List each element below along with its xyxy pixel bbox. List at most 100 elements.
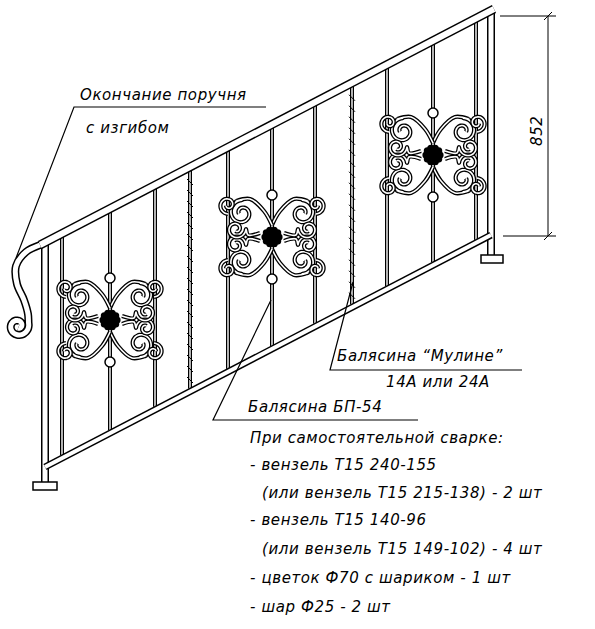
scroll [381,178,393,193]
scroll-core [58,343,70,358]
scroll [381,117,393,132]
twist-mark [349,139,355,145]
scroll [110,332,151,358]
scroll-core [445,142,476,156]
handrail [40,9,494,245]
twist-mark [349,161,355,167]
scroll [69,332,110,358]
twist-mark [187,267,193,273]
scroll-core [392,117,433,143]
post [41,244,49,482]
twist-mark [349,128,355,134]
scroll [433,117,474,143]
callout-text: Балясина “Мулине” [337,347,503,365]
baluster-core [351,86,352,305]
twist-mark [349,249,355,255]
scroll-core [229,224,260,238]
scroll-core [149,343,161,358]
scroll [272,249,313,275]
note-line: - вензель Т15 140-96 [250,511,427,529]
handrail-end [11,245,40,335]
note-line: - шар Ф25 - 2 шт [250,598,391,616]
scroll [392,167,433,193]
baluster-core [189,170,190,389]
post-base [481,255,503,263]
scroll [58,343,70,358]
dimension-value: 852 [528,116,546,146]
twist-mark [187,333,193,339]
callout-text: с изгибом [86,119,170,137]
rosettes [58,108,484,367]
post [487,10,495,255]
scroll-core [381,117,393,132]
scroll-core [220,260,232,275]
rosette [381,108,484,202]
scroll [311,260,323,275]
scroll-core [67,307,98,321]
scroll-core [58,282,70,297]
twist-mark [349,205,355,211]
note-line: (или вензель Т15 149-102) - 4 шт [262,540,542,558]
scroll-core [231,199,272,225]
scroll-core [284,224,315,238]
ball [267,274,277,284]
twist-mark [187,201,193,207]
twist-mark [187,322,193,328]
note-line: - цветок Ф70 с шариком - 1 шт [250,569,511,587]
scroll-core [392,167,433,193]
scroll [231,199,272,225]
scroll [311,199,323,214]
ball [105,273,115,283]
scroll-core [311,260,323,275]
baluster [350,86,354,305]
handrail-end-core [11,245,40,335]
leader-lines [16,107,522,420]
scroll [231,249,272,275]
twist-mark [349,150,355,156]
scroll [149,282,161,297]
scroll-core [69,332,110,358]
scroll-core [472,117,484,132]
scroll [433,167,474,193]
scroll [272,199,313,225]
scroll-core [381,178,393,193]
post-base [33,482,57,490]
twist-mark [349,183,355,189]
scroll [67,307,98,321]
twist-mark [349,172,355,178]
twist-mark [187,300,193,306]
twist-mark [187,278,193,284]
ball [105,357,115,367]
scroll [472,178,484,193]
scroll-core [472,178,484,193]
scroll [220,199,232,214]
twist-mark [349,106,355,112]
scroll-core [220,199,232,214]
twist-mark [187,377,193,383]
scroll [110,282,151,308]
twist-mark [349,260,355,266]
twist-mark [349,238,355,244]
scroll [58,282,70,297]
scroll [229,224,260,238]
handrail-core [40,9,494,245]
scroll-core [69,282,110,308]
scroll-core [272,199,313,225]
flower-center [427,149,439,161]
scroll [472,117,484,132]
scroll [69,282,110,308]
twist-mark [187,366,193,372]
twist-mark [349,95,355,101]
note-line: (или вензель Т15 215-138) - 2 шт [262,484,542,502]
scroll-core [231,249,272,275]
flower-center [104,314,116,326]
scroll [149,343,161,358]
ball [428,108,438,118]
scroll-core [122,307,153,321]
twist-mark [349,216,355,222]
twist-mark [187,344,193,350]
baluster [188,170,192,389]
scroll [392,117,433,143]
twist-mark [349,117,355,123]
twist-mark [187,234,193,240]
